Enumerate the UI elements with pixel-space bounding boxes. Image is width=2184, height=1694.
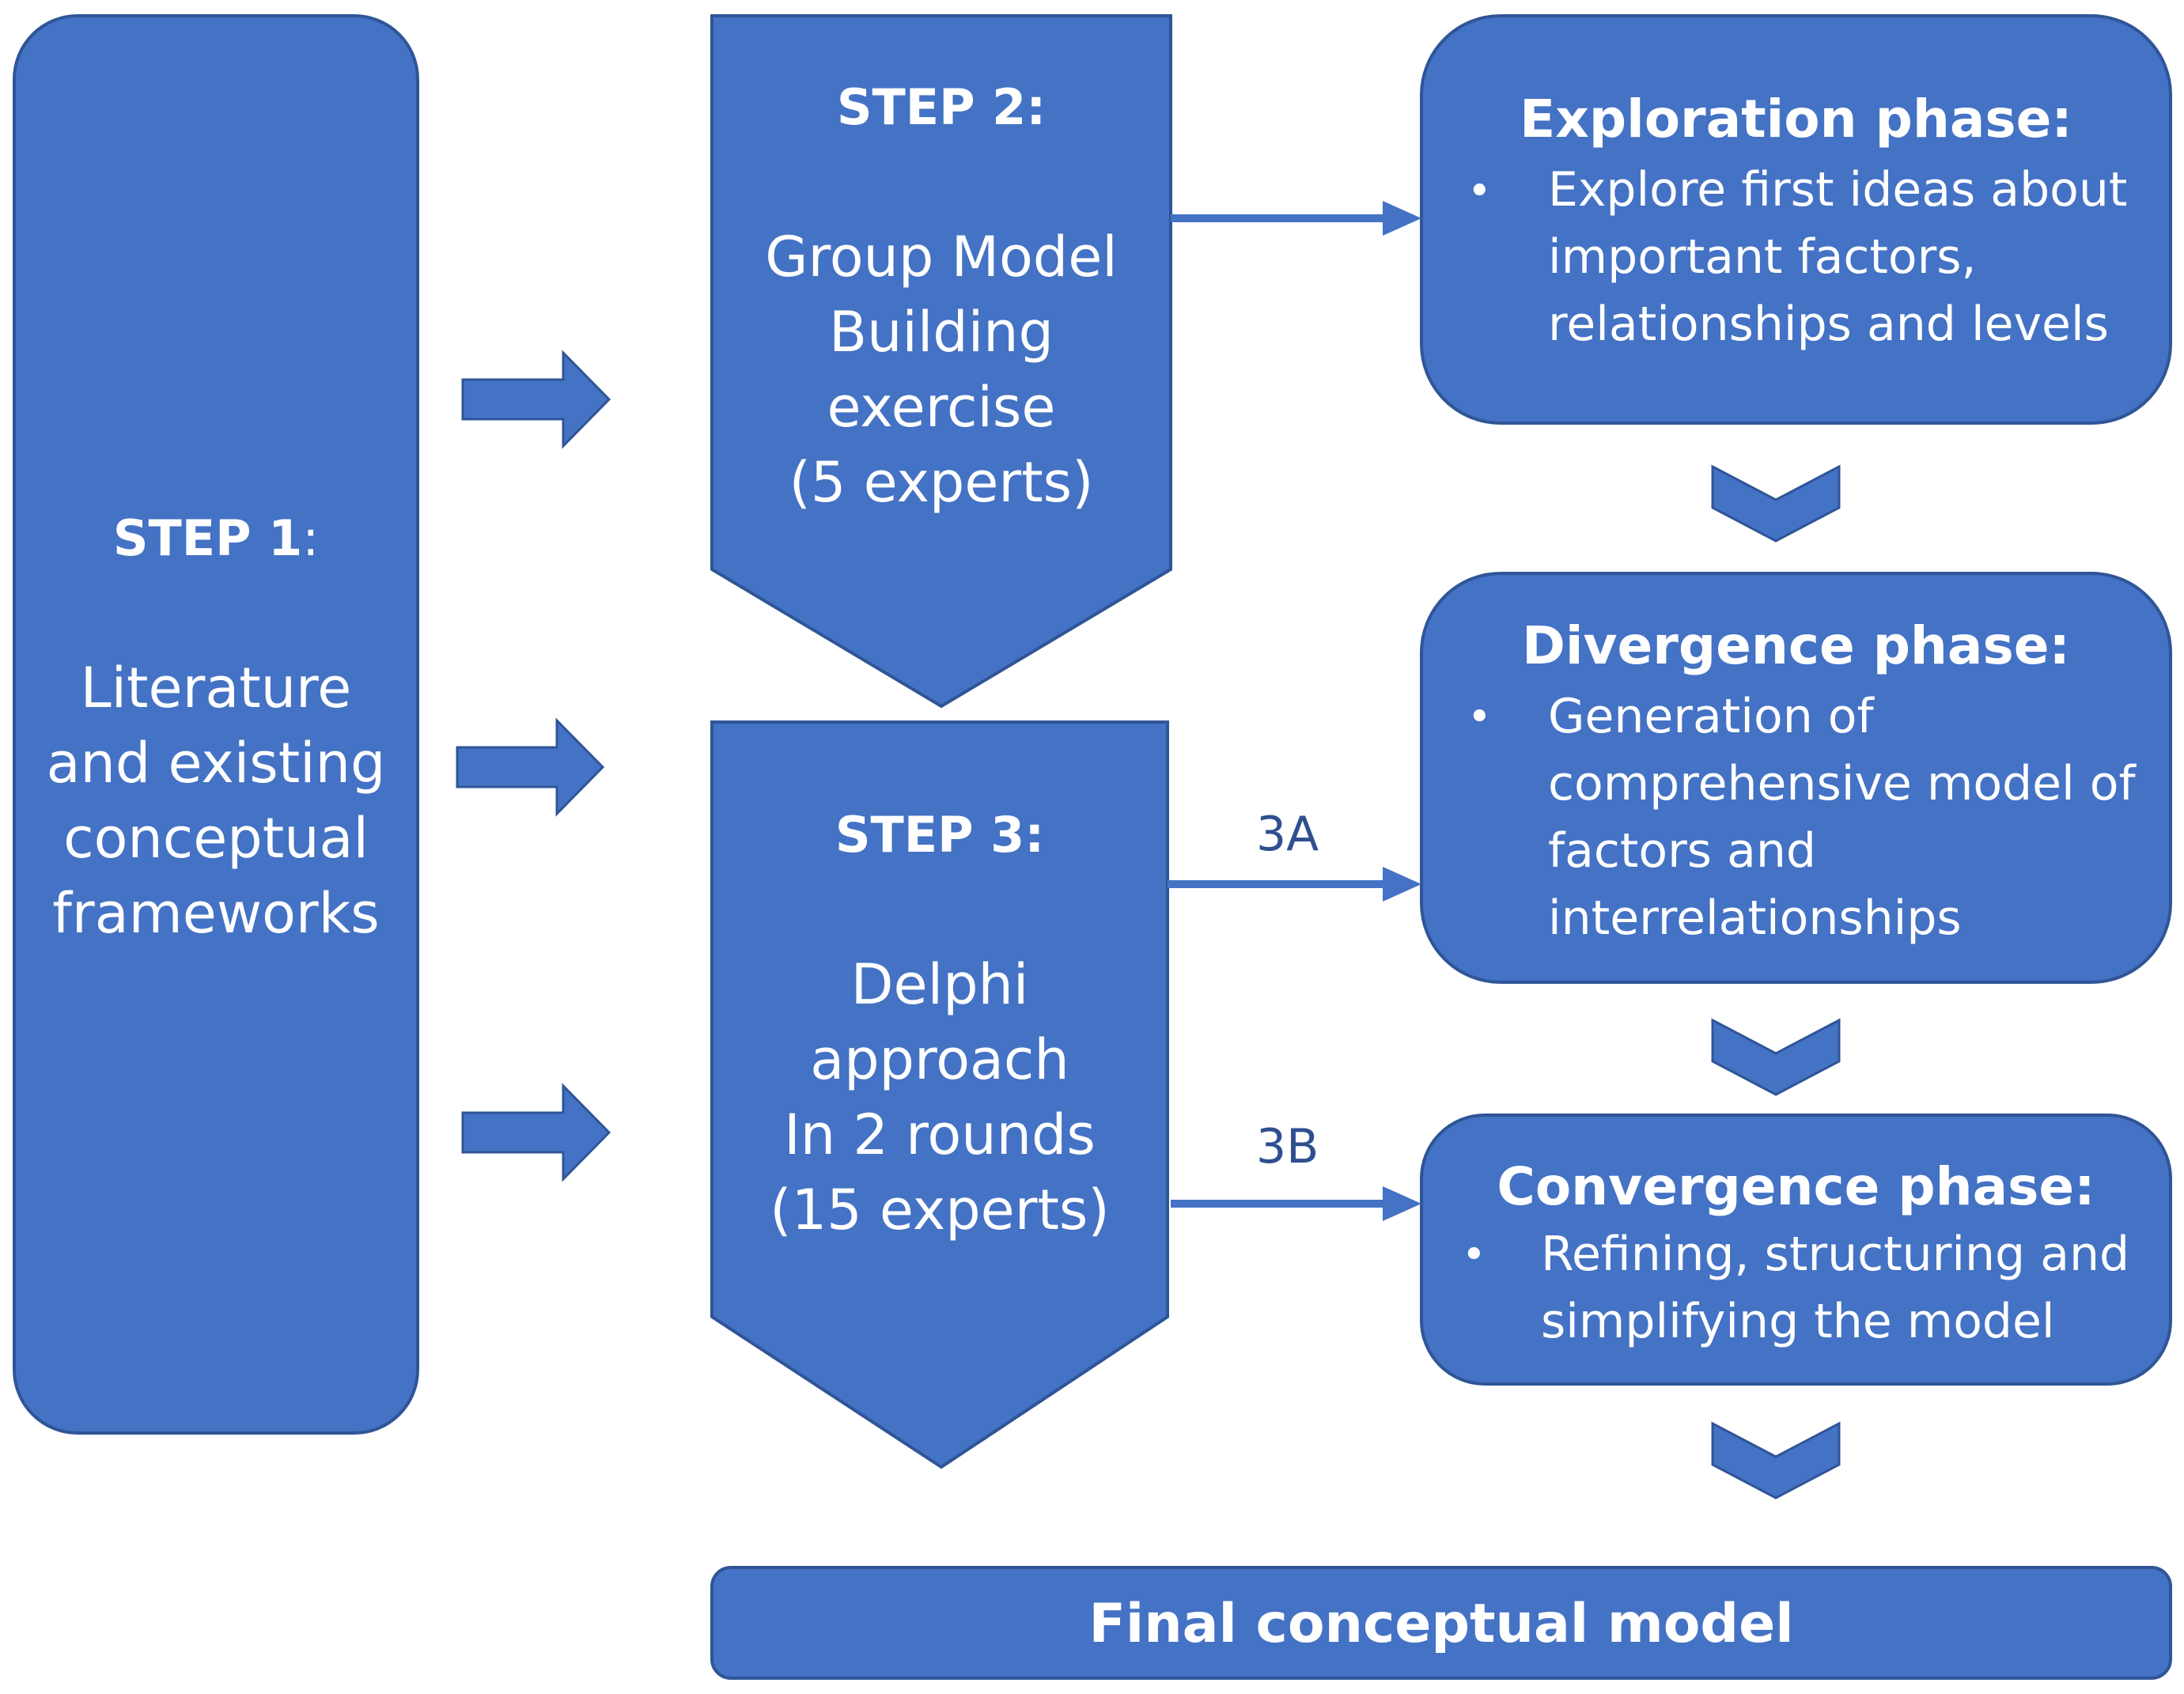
divergence-line: Generation of [1548, 689, 1874, 744]
divergence-bullet: • [1467, 694, 1492, 741]
exploration-line: relationships and levels [1548, 297, 2109, 352]
label-3a: 3A [1256, 807, 1319, 862]
block-arrow-2 [456, 717, 605, 817]
exploration-text: Explore first ideas about important fact… [1548, 157, 2127, 358]
step2-box [710, 14, 1172, 709]
connector-step2-exploration [1171, 201, 1421, 236]
step1-line: frameworks [52, 881, 380, 946]
step2-line: Building [829, 300, 1054, 365]
step1-box [13, 14, 419, 1435]
step1-line: Literature [80, 656, 352, 720]
label-3b: 3B [1256, 1119, 1319, 1174]
exploration-line: Explore first ideas about [1548, 162, 2128, 217]
divergence-line: comprehensive model of [1548, 756, 2136, 811]
convergence-title: Convergence phase: [1497, 1156, 2095, 1217]
step3-line: approach [810, 1027, 1069, 1092]
chevron-down-icon [1711, 464, 1841, 543]
divergence-line: factors and [1548, 823, 1816, 879]
divergence-text: Generation of comprehensive model of fac… [1548, 683, 2136, 952]
convergence-text: Refining, structuring and simplifying th… [1541, 1221, 2129, 1356]
step1-heading-label: STEP 1 [112, 509, 303, 567]
step3-line: (15 experts) [770, 1178, 1110, 1242]
step2-heading: STEP 2: [836, 78, 1047, 136]
convergence-line: Refining, structuring and [1541, 1227, 2130, 1282]
block-arrow-1 [461, 350, 611, 449]
chevron-down-icon [1711, 1018, 1841, 1096]
convergence-bullet: • [1462, 1231, 1486, 1279]
final-label: Final conceptual model [1088, 1593, 1794, 1655]
step2-line: exercise [827, 375, 1056, 440]
divergence-box [1420, 572, 2172, 984]
exploration-title: Exploration phase: [1520, 89, 2072, 149]
step2-line: (5 experts) [789, 450, 1094, 515]
connector-3a [1168, 867, 1421, 902]
step3-line: Delphi [850, 952, 1029, 1017]
convergence-line: simplifying the model [1541, 1294, 2055, 1349]
step3-line: In 2 rounds [784, 1102, 1096, 1167]
divergence-title: Divergence phase: [1522, 615, 2070, 676]
step2-line: Group Model [765, 225, 1118, 289]
chevron-down-icon [1711, 1421, 1841, 1499]
step1-line: conceptual [63, 806, 369, 871]
step1-heading-suffix: : [302, 509, 320, 567]
step3-heading: STEP 3: [835, 806, 1045, 864]
step1-line: and existing [46, 731, 386, 796]
exploration-box [1420, 14, 2172, 425]
step1-heading: STEP 1: [14, 514, 418, 563]
exploration-bullet: • [1467, 168, 1492, 215]
final-box [710, 1566, 2172, 1680]
block-arrow-3 [461, 1083, 611, 1182]
exploration-line: important factors, [1548, 229, 1977, 285]
convergence-box [1420, 1114, 2172, 1386]
divergence-line: interrelationships [1548, 890, 1962, 946]
step3-box [710, 720, 1169, 1469]
connector-3b [1171, 1186, 1421, 1221]
